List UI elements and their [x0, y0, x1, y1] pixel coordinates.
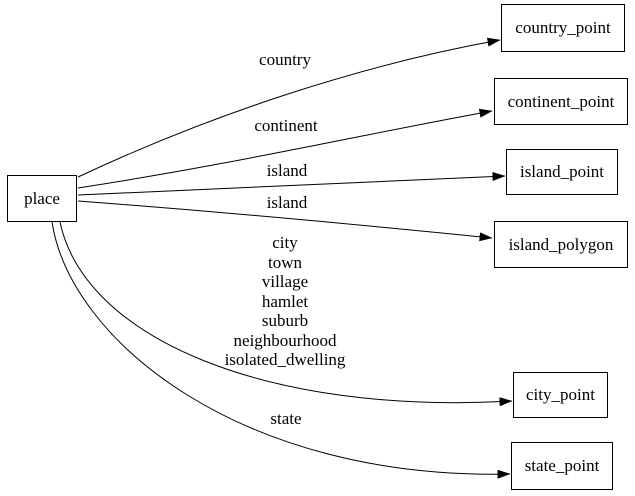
- node-state-point-label: state_point: [524, 456, 600, 475]
- edge-label-island-point: island: [266, 161, 308, 180]
- edge-label-neighbourhood: neighbourhood: [233, 330, 337, 350]
- node-city-point-label: city_point: [526, 385, 595, 404]
- node-country-point: country_point: [501, 4, 625, 52]
- edge-label-state: state: [270, 409, 302, 428]
- edge-label-town: town: [268, 252, 302, 272]
- node-place-label: place: [24, 188, 60, 208]
- node-state-point: state_point: [511, 442, 613, 490]
- edge-label-hamlet: hamlet: [261, 291, 309, 311]
- node-place: place: [7, 175, 77, 222]
- node-island-polygon: island_polygon: [494, 221, 628, 268]
- edge-label-country: country: [259, 50, 311, 69]
- node-continent-point-label: continent_point: [507, 91, 615, 111]
- node-continent-point: continent_point: [494, 78, 628, 125]
- edge-label-city: city: [272, 233, 298, 252]
- edge-label-city-types: city town village hamlet suburb neighbou…: [225, 233, 346, 370]
- node-island-polygon-label: island_polygon: [508, 234, 614, 254]
- edge-place-island_point: [77, 172, 506, 196]
- node-country-point-label: country_point: [515, 18, 611, 37]
- edge-label-island-polygon: island: [266, 193, 308, 212]
- edge-label-village: village: [261, 272, 309, 291]
- edge-place-continent_point: [77, 108, 493, 189]
- edge-place-city_point: [59, 221, 513, 407]
- node-island-point-label: island_point: [519, 162, 605, 181]
- edge-label-continent: continent: [254, 116, 318, 135]
- edge-label-suburb: suburb: [261, 311, 309, 330]
- edge-place-state_point: [51, 221, 511, 479]
- edge-label-isolated-dwelling: isolated_dwelling: [224, 350, 346, 369]
- edge-place-country_point: [77, 37, 501, 178]
- node-island-point: island_point: [506, 149, 618, 195]
- edge-place-island_polygon: [77, 200, 493, 242]
- node-city-point: city_point: [513, 372, 608, 418]
